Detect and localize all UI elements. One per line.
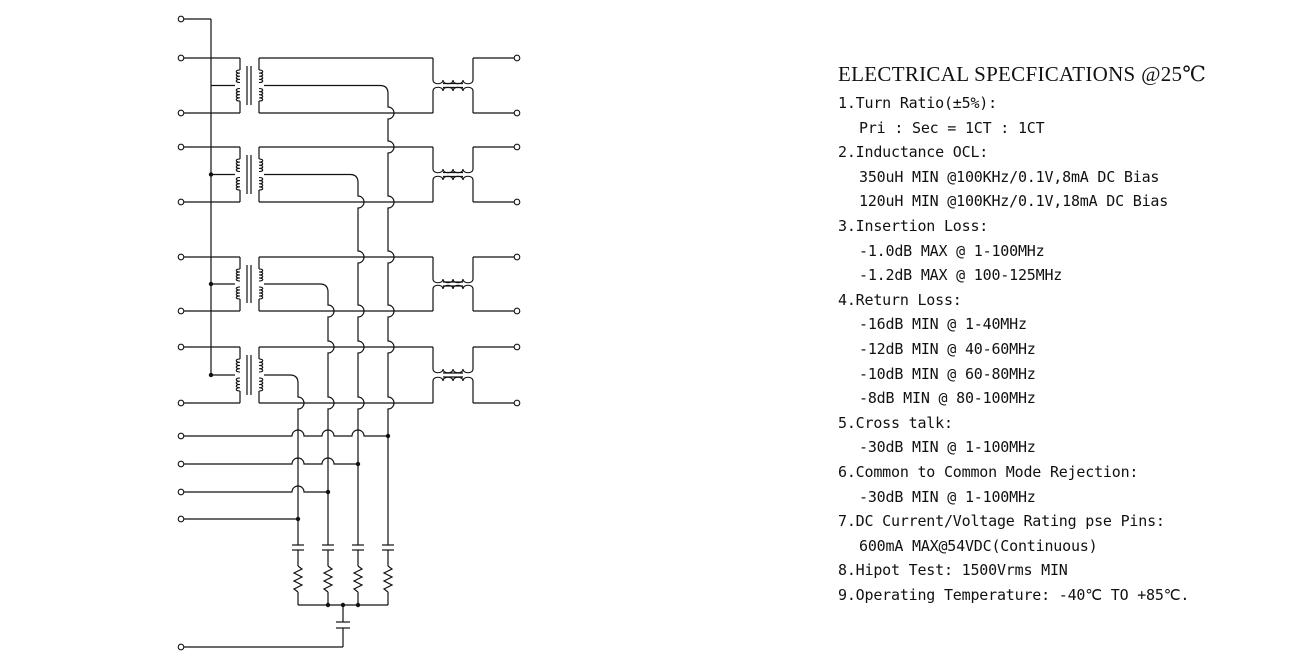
spec-detail: -1.0dB MAX @ 1-100MHz bbox=[859, 241, 1045, 260]
junction-dot bbox=[325, 489, 331, 495]
primary-coil bbox=[235, 87, 241, 102]
pin-terminal bbox=[513, 109, 521, 117]
pin-terminal bbox=[177, 109, 185, 117]
resistor bbox=[322, 565, 334, 593]
pin-terminal bbox=[177, 460, 185, 468]
pin-terminal bbox=[513, 399, 521, 407]
cmc-coil bbox=[432, 278, 474, 284]
junction-dot bbox=[208, 172, 214, 177]
primary-coil bbox=[235, 286, 241, 300]
spec-detail: Pri : Sec = 1CT : 1CT bbox=[859, 118, 1045, 137]
pin-terminal bbox=[177, 515, 185, 523]
spec-detail: 120uH MIN @100KHz/0.1V,18mA DC Bias bbox=[859, 192, 1169, 211]
center-tap-wire bbox=[264, 173, 359, 183]
spec-detail: -8dB MIN @ 80-100MHz bbox=[859, 389, 1036, 408]
pin-terminal bbox=[177, 343, 185, 351]
junction-dot bbox=[208, 372, 214, 378]
primary-coil bbox=[235, 158, 241, 173]
pin-terminal bbox=[513, 143, 521, 151]
spec-detail: 600mA MAX@54VDC(Continuous) bbox=[859, 536, 1098, 555]
junction-dot bbox=[385, 433, 391, 439]
primary-coil bbox=[235, 377, 241, 392]
pin-terminal bbox=[177, 488, 185, 496]
spec-item: 7.DC Current/Voltage Rating pse Pins: bbox=[838, 512, 1165, 531]
center-tap-return bbox=[297, 383, 305, 545]
spec-detail: -30dB MIN @ 1-100MHz bbox=[859, 487, 1036, 506]
pin-terminal bbox=[513, 343, 521, 351]
spec-detail: -16dB MIN @ 1-40MHz bbox=[859, 315, 1027, 334]
cmc-coil bbox=[432, 376, 474, 382]
center-tap-return bbox=[327, 292, 335, 545]
junction-dot bbox=[325, 602, 331, 608]
schematic-wires bbox=[184, 18, 514, 648]
cmc-coil bbox=[432, 368, 474, 374]
pin-terminal bbox=[177, 198, 185, 206]
center-tap-return bbox=[387, 93, 395, 545]
electrical-specifications: ELECTRICAL SPECFICATIONS @25℃ 1.Turn Rat… bbox=[838, 62, 1298, 607]
spec-item: 8.Hipot Test: 1500Vrms MIN bbox=[838, 561, 1068, 580]
pin-terminal bbox=[177, 253, 185, 261]
spec-detail: -30dB MIN @ 1-100MHz bbox=[859, 438, 1036, 457]
junction-dot bbox=[208, 281, 214, 287]
pin-terminal bbox=[177, 643, 185, 651]
secondary-coil bbox=[258, 377, 264, 392]
junction-dot bbox=[355, 602, 361, 608]
junction-dot bbox=[340, 602, 346, 608]
secondary-coil bbox=[258, 268, 264, 282]
pin-terminal bbox=[513, 198, 521, 206]
spec-item: 1.Turn Ratio(±5%): bbox=[838, 94, 997, 112]
primary-coil bbox=[235, 268, 241, 282]
spec-detail: 350uH MIN @100KHz/0.1V,8mA DC Bias bbox=[859, 167, 1160, 186]
cmc-coil bbox=[432, 86, 474, 92]
pin-terminal bbox=[177, 15, 185, 23]
spec-list: 1.Turn Ratio(±5%): Pri : Sec = 1CT : 1CT 2… bbox=[838, 91, 1298, 607]
cmc-coil bbox=[432, 79, 474, 85]
spec-item: 9.Operating Temperature: -40℃ TO +85℃. bbox=[838, 585, 1190, 604]
secondary-coil bbox=[258, 69, 264, 84]
secondary-coil bbox=[258, 358, 264, 373]
primary-coil bbox=[235, 176, 241, 191]
primary-coil bbox=[235, 358, 241, 373]
vc-wire bbox=[184, 457, 358, 465]
schematic-diagram bbox=[177, 15, 521, 651]
junction-dot bbox=[355, 461, 361, 467]
secondary-coil bbox=[258, 158, 264, 173]
resistor bbox=[382, 565, 394, 593]
pin-terminal bbox=[177, 143, 185, 151]
cmc-coil bbox=[432, 175, 474, 181]
resistor bbox=[292, 565, 304, 593]
spec-item: 6.Common to Common Mode Rejection: bbox=[838, 462, 1139, 481]
cmc-coil bbox=[432, 168, 474, 174]
spec-item: 3.Insertion Loss: bbox=[838, 216, 989, 235]
secondary-coil bbox=[258, 87, 264, 102]
secondary-coil bbox=[258, 286, 264, 300]
spec-detail: -10dB MIN @ 60-80MHz bbox=[859, 364, 1036, 383]
pin-terminal bbox=[177, 307, 185, 315]
spec-item: 4.Return Loss: bbox=[838, 290, 962, 309]
spec-detail: -12dB MIN @ 40-60MHz bbox=[859, 339, 1036, 358]
vc-wire bbox=[184, 485, 328, 493]
center-tap-return bbox=[357, 182, 365, 545]
secondary-coil bbox=[258, 176, 264, 191]
pin-terminal bbox=[177, 399, 185, 407]
pin-terminal bbox=[513, 253, 521, 261]
primary-coil bbox=[235, 69, 241, 84]
schematic-components bbox=[177, 15, 521, 651]
vc-wire bbox=[184, 429, 388, 437]
pin-terminal bbox=[513, 54, 521, 62]
spec-item: 2.Inductance OCL: bbox=[838, 143, 989, 162]
spec-item: 5.Cross talk: bbox=[838, 413, 953, 432]
cmc-coil bbox=[432, 284, 474, 290]
junction-dot bbox=[295, 516, 301, 522]
center-tap-wire bbox=[264, 283, 329, 293]
pin-terminal bbox=[177, 432, 185, 440]
resistor bbox=[352, 565, 364, 593]
spec-detail: -1.2dB MAX @ 100-125MHz bbox=[859, 266, 1063, 285]
pin-terminal bbox=[513, 307, 521, 315]
pin-terminal bbox=[177, 54, 185, 62]
spec-title: ELECTRICAL SPECFICATIONS @25℃ bbox=[838, 62, 1207, 86]
center-tap-wire bbox=[264, 374, 299, 384]
center-tap-wire bbox=[264, 84, 389, 94]
